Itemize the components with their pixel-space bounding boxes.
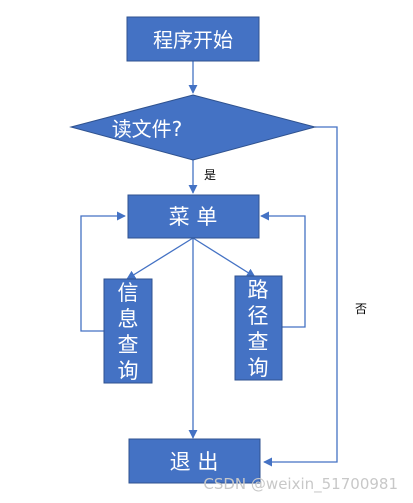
- edge-path-query-to-menu: [260, 211, 306, 328]
- decision-node-label: 读文件?: [112, 117, 183, 141]
- start-node-label: 程序开始: [153, 28, 233, 52]
- edge-info-query-to-menu: [80, 211, 126, 332]
- edge-menu-to-info-query: [126, 237, 194, 280]
- info-query-char-2: 息: [118, 307, 139, 331]
- menu-node-label: 菜 单: [169, 205, 218, 229]
- info-query-node: [103, 278, 153, 384]
- no-label: 否: [355, 302, 367, 316]
- exit-node: [128, 438, 261, 484]
- path-query-char-1: 路: [248, 278, 269, 302]
- menu-node: [127, 194, 260, 239]
- edge-decision-to-exit: [263, 126, 338, 467]
- watermark-text: CSDN @weixin_51700981: [203, 475, 398, 494]
- info-query-char-1: 信: [118, 281, 139, 305]
- exit-node-label: 退 出: [170, 450, 219, 474]
- path-query-char-4: 询: [248, 356, 269, 380]
- path-query-node: [234, 275, 283, 381]
- decision-node: [69, 94, 317, 161]
- info-query-char-4: 询: [118, 359, 139, 383]
- path-query-char-3: 查: [248, 330, 269, 354]
- path-query-char-2: 径: [248, 304, 269, 328]
- yes-label: 是: [204, 168, 216, 182]
- edge-menu-to-path-query: [192, 237, 256, 278]
- start-node: [126, 16, 260, 62]
- info-query-char-3: 查: [118, 333, 139, 357]
